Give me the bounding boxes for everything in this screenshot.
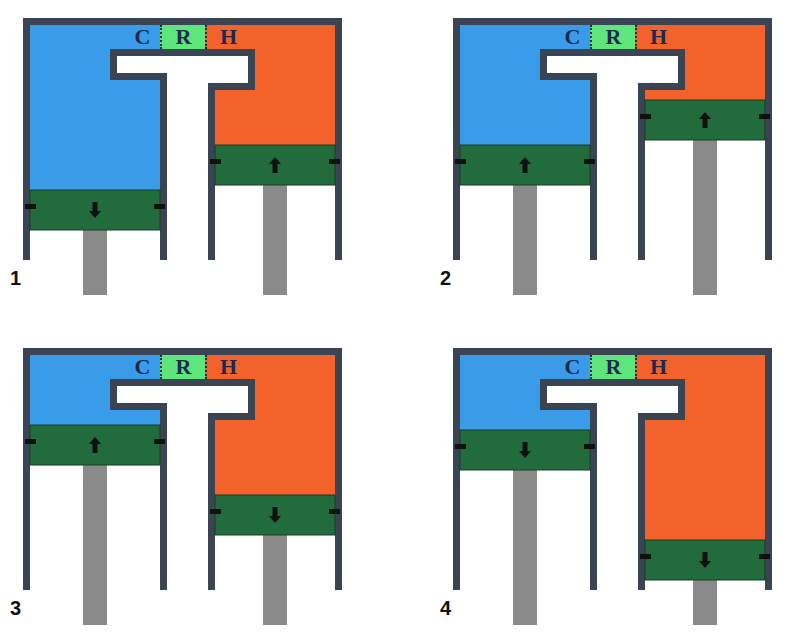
motion-arrow — [699, 552, 711, 568]
part-letter: H — [650, 355, 667, 379]
piston-ring — [759, 114, 770, 119]
regenerator-box: R — [590, 355, 635, 379]
part-letter: H — [650, 25, 667, 49]
regenerator-box: R — [160, 355, 205, 379]
piston-ring — [329, 509, 340, 514]
piston — [30, 190, 160, 230]
cylinder-wall — [30, 355, 335, 590]
motion-arrow — [269, 157, 281, 173]
cylinder-wall — [30, 25, 335, 260]
piston-ring — [584, 444, 595, 449]
part-letter: H — [220, 355, 237, 379]
piston — [645, 100, 765, 140]
piston-ring — [329, 159, 340, 164]
cylinder-wall — [460, 355, 765, 590]
cooler-box: C — [125, 25, 160, 49]
piston-ring — [154, 439, 165, 444]
piston-ring — [640, 554, 651, 559]
piston-ring — [25, 439, 36, 444]
piston-rod — [83, 465, 107, 625]
motion-arrow — [519, 157, 531, 173]
piston-ring — [154, 204, 165, 209]
hot-gas — [215, 355, 335, 495]
hot-gas — [645, 25, 765, 100]
part-letter: R — [606, 25, 622, 49]
motion-arrow — [699, 112, 711, 128]
cold-gas — [30, 25, 160, 190]
cylinder-bore — [460, 355, 765, 590]
motion-arrow — [519, 442, 531, 458]
hot-gas — [645, 355, 765, 540]
part-letter: C — [135, 25, 151, 49]
piston-rod — [693, 580, 717, 625]
part-letter: C — [135, 355, 151, 379]
panel-number: 1 — [10, 267, 21, 289]
heater-box: H — [205, 25, 250, 49]
regenerator-box: R — [160, 25, 205, 49]
piston-ring — [455, 159, 466, 164]
piston — [215, 495, 335, 535]
cold-gas — [460, 355, 590, 430]
engine-panel — [25, 355, 340, 625]
motion-arrow — [89, 202, 101, 218]
heater-box: H — [205, 355, 250, 379]
cold-gas — [460, 25, 590, 145]
cooler-box: C — [555, 25, 590, 49]
piston-ring — [210, 159, 221, 164]
part-letter: C — [565, 355, 581, 379]
piston-rod — [263, 535, 287, 625]
hot-gas — [215, 25, 335, 145]
piston — [460, 430, 590, 470]
regenerator-box: R — [590, 25, 635, 49]
piston — [460, 145, 590, 185]
cylinder-bore — [30, 25, 335, 260]
cooler-box: C — [555, 355, 590, 379]
engine-panel — [455, 355, 770, 625]
engine-panel — [455, 25, 770, 295]
heater-box: H — [635, 25, 680, 49]
piston — [215, 145, 335, 185]
panel-number: 3 — [10, 597, 21, 619]
piston-ring — [25, 204, 36, 209]
piston-ring — [210, 509, 221, 514]
piston-ring — [640, 114, 651, 119]
cylinder-wall — [460, 25, 765, 260]
part-letter: R — [176, 355, 192, 379]
cooler-box: C — [125, 355, 160, 379]
piston-rod — [513, 185, 537, 295]
panel-number: 4 — [440, 597, 451, 619]
motion-arrow — [269, 507, 281, 523]
heater-box: H — [635, 355, 680, 379]
piston — [645, 540, 765, 580]
motion-arrow — [89, 437, 101, 453]
engine-panel — [25, 25, 340, 295]
piston-rod — [693, 140, 717, 295]
cylinder-bore — [460, 25, 765, 260]
part-letter: C — [565, 25, 581, 49]
piston-ring — [584, 159, 595, 164]
piston-ring — [455, 444, 466, 449]
piston — [30, 425, 160, 465]
cold-gas — [30, 355, 160, 425]
piston-ring — [759, 554, 770, 559]
part-letter: H — [220, 25, 237, 49]
part-letter: R — [606, 355, 622, 379]
panel-number: 2 — [440, 267, 451, 289]
part-letter: R — [176, 25, 192, 49]
piston-rod — [513, 470, 537, 625]
cylinder-bore — [30, 355, 335, 590]
piston-rod — [83, 230, 107, 295]
piston-rod — [263, 185, 287, 295]
